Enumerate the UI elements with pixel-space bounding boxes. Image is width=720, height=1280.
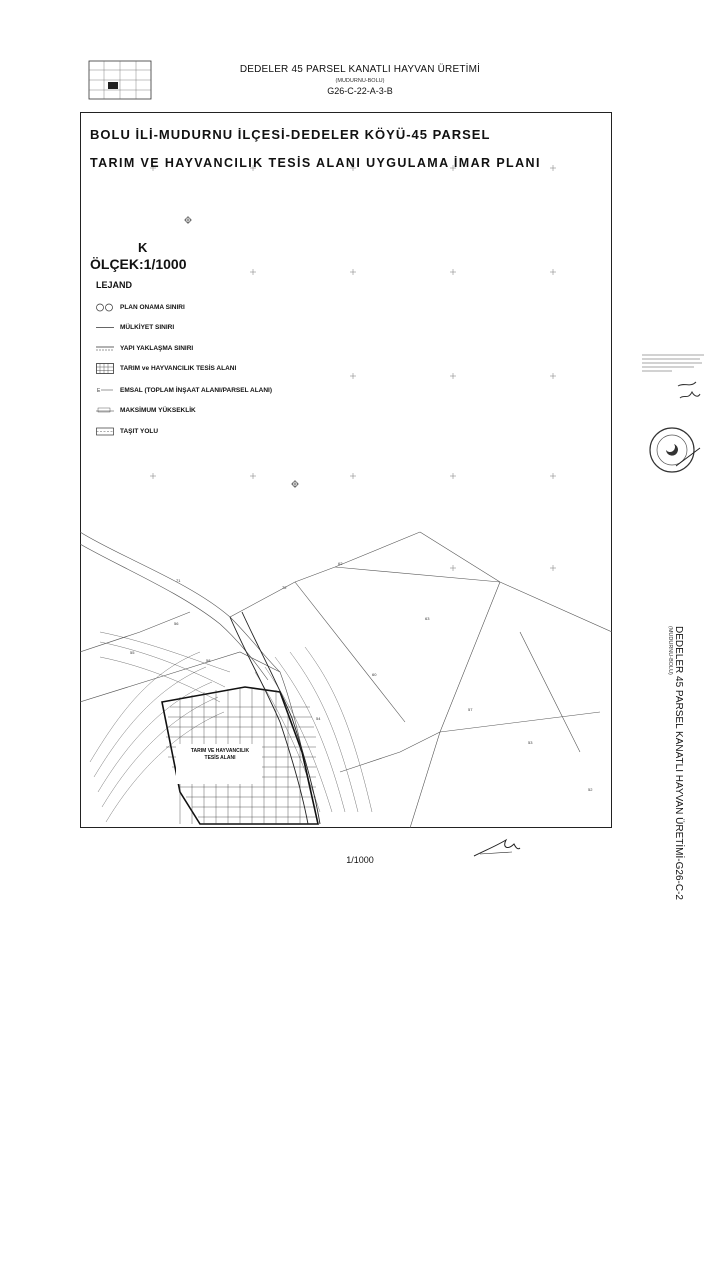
legend-label: EMSAL (TOPLAM İNŞAAT ALANI/PARSEL ALANI) [120,387,273,394]
legend-item-emsal: E EMSAL (TOPLAM İNŞAAT ALANI/PARSEL ALAN… [96,385,336,399]
north-arrow-label: K [138,240,148,255]
legend-item-road: TAŞIT YOLU [96,426,336,440]
legend-label: MÜLKİYET SINIRI [120,324,175,331]
signature [472,834,522,860]
parcel-number: 72 [282,585,287,590]
parcel-number: 53 [528,740,533,745]
sheet-code: G26-C-22-A-3-B [327,86,393,96]
side-title-block: DEDELER 45 PARSEL KANATLI HAYVAN ÜRETİMİ… [667,626,684,900]
legend-label: TARIM ve HAYVANCILIK TESİS ALANI [120,365,237,372]
facility-hatch-icon [96,363,114,374]
scale-label: ÖLÇEK:1/1000 [90,256,187,272]
bottom-scale-label: 1/1000 [346,855,374,865]
parcel-number: 56 [174,621,179,626]
parcel-number: 63 [425,616,430,621]
setback-line-icon [96,346,114,351]
parcel-number: 54 [316,716,321,721]
max-height-icon [96,407,114,413]
legend-item-plan-boundary: PLAN ONAMA SINIRI [96,302,336,316]
parcel-number: 57 [468,707,473,712]
side-title: DEDELER 45 PARSEL KANATLI HAYVAN ÜRETİMİ… [673,626,684,900]
legend-item-property-boundary: MÜLKİYET SINIRI [96,322,336,336]
facility-area [161,686,319,825]
map-drawing [80,112,612,828]
legend-label: PLAN ONAMA SINIRI [120,304,185,311]
legend-item-setback-line: YAPI YAKLAŞMA SINIRI [96,343,336,357]
road-icon [96,427,114,436]
parcel-number: 62 [338,561,343,566]
road [229,611,321,825]
header-title: DEDELER 45 PARSEL KANATLI HAYVAN ÜRETİMİ [239,64,481,75]
parcel-number: 55 [130,650,135,655]
zone-label-line2: TESİS ALANI [204,755,236,761]
legend-item-facility-area: TARIM ve HAYVANCILIK TESİS ALANI [96,363,336,377]
zone-label: TARIM VE HAYVANCILIK TESİS ALANI [178,748,262,762]
legend-title: LEJAND [96,280,133,290]
svg-text:E: E [97,388,101,394]
property-boundary-icon [96,327,114,328]
parcel-number: 60 [372,672,377,677]
grid-crosses [150,165,556,571]
zone-label-line1: TARIM VE HAYVANCILIK [190,748,250,754]
handwritten-initials [676,378,702,404]
parcel-number: 58 [206,658,211,663]
parcel-lines [80,531,612,828]
header-subtitle: (MUDURNU-BOLU) [335,78,385,84]
legend-label: TAŞIT YOLU [120,428,159,435]
plan-boundary-icon [96,303,113,312]
parcel-number: 71 [176,578,181,583]
map-sheet [80,112,612,828]
parcel-number: 52 [588,787,593,792]
emsal-icon: E [97,388,113,394]
map-title-line2: TARIM VE HAYVANCILIK TESİS ALANI UYGULAM… [90,156,541,170]
map-title-line1: BOLU İLİ-MUDURNU İLÇESİ-DEDELER KÖYÜ-45 … [90,127,491,142]
contour-lines [89,631,373,823]
official-seal [646,420,702,480]
sheet-index-grid [88,60,152,100]
legend-label: MAKSİMUM YÜKSEKLİK [120,407,196,414]
legend-label: YAPI YAKLAŞMA SINIRI [120,345,194,352]
legend-item-max-height: MAKSİMUM YÜKSEKLİK [96,405,336,419]
approval-stamp-text [642,353,704,375]
